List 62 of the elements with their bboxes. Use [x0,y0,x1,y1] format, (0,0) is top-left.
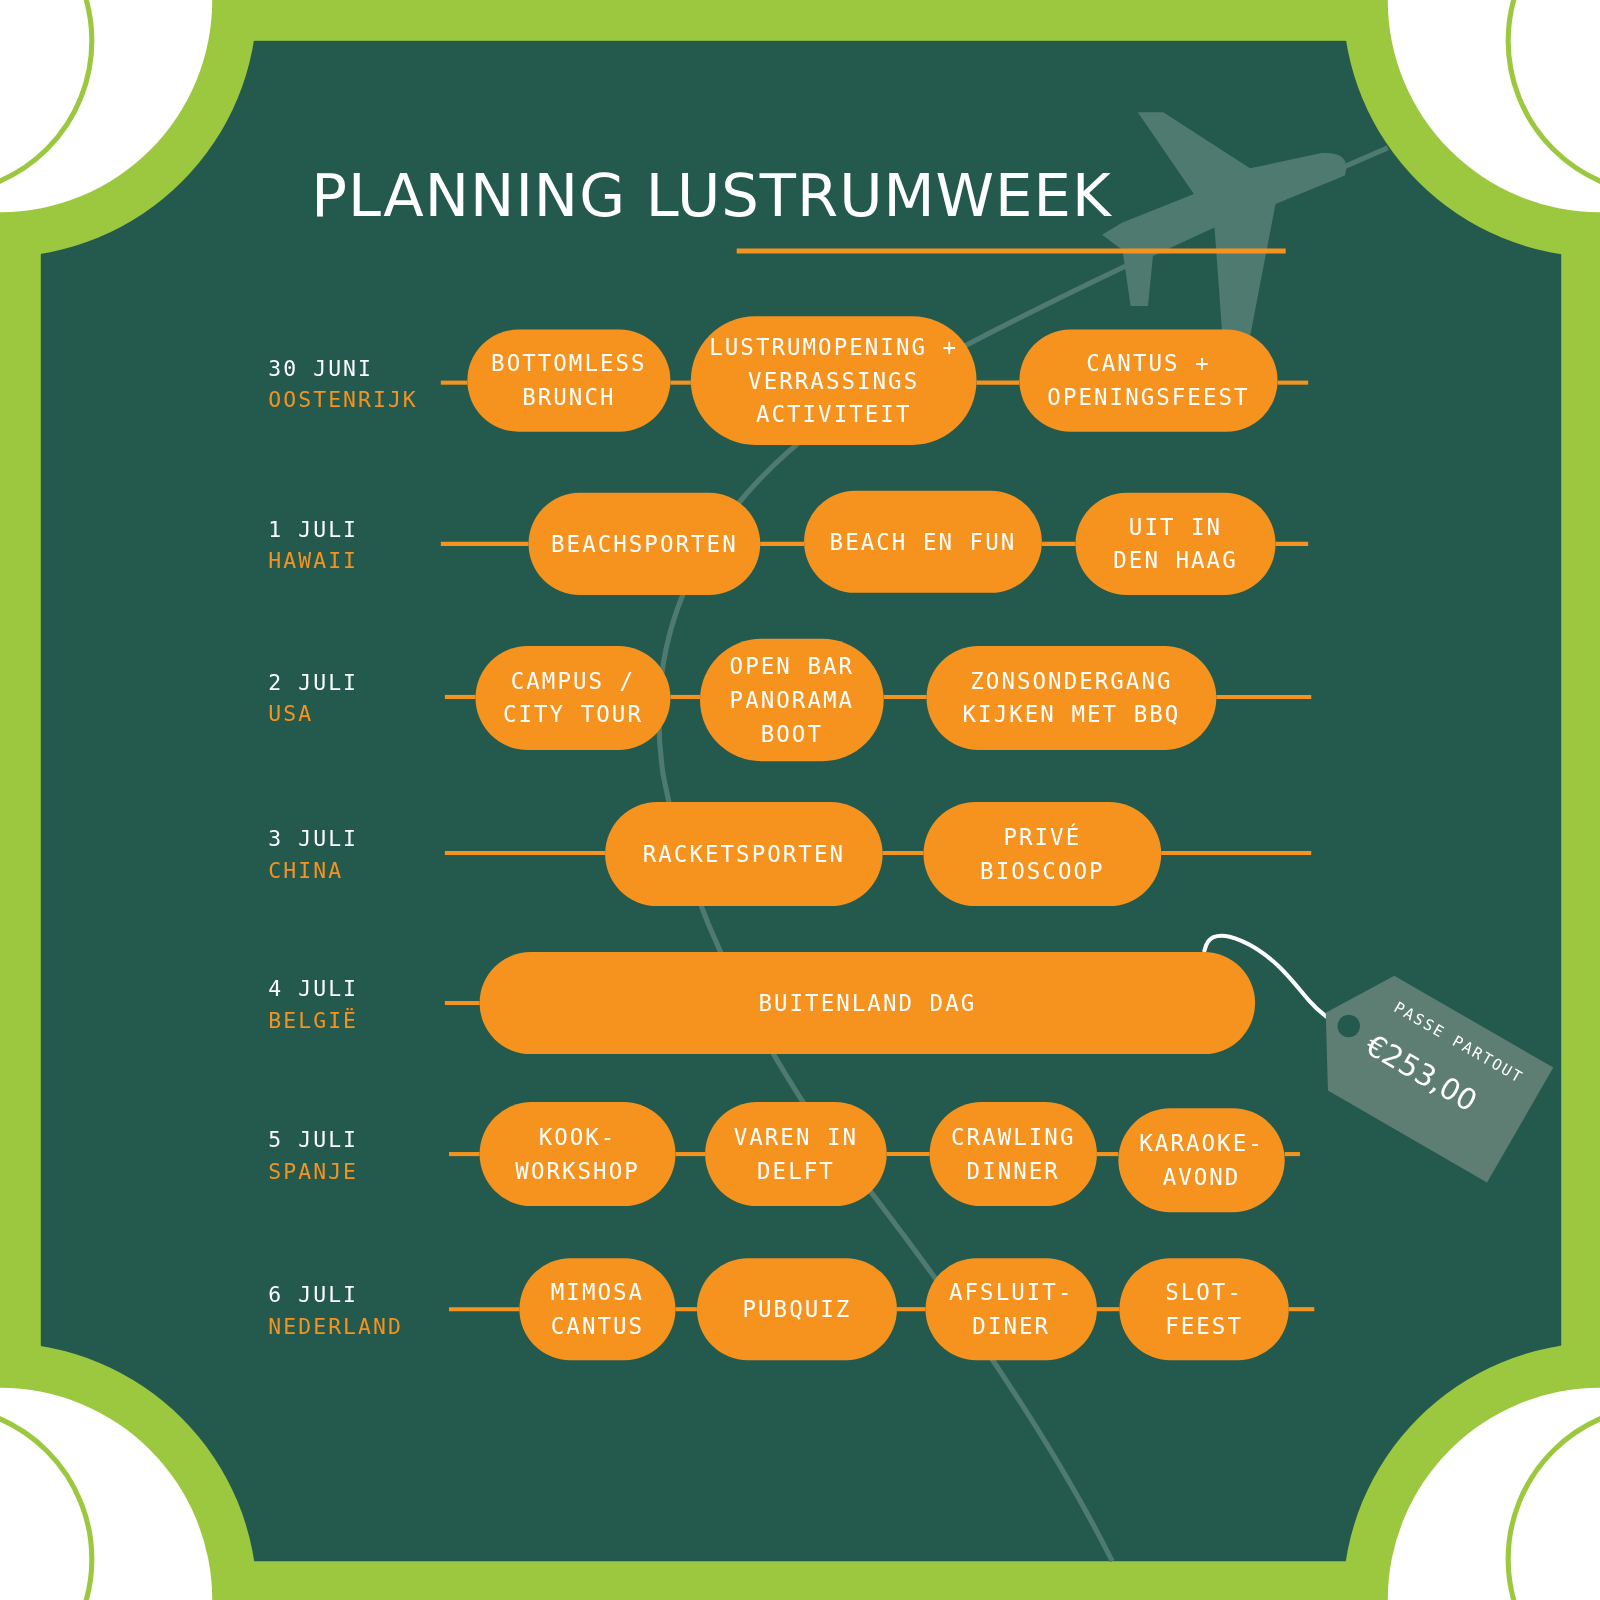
activity-name: SLOT- FEEST [1164,1278,1244,1341]
date-label: 5 JULI [268,1127,358,1153]
timeline-line [440,541,529,546]
activity-name: BEACHSPORTEN [550,530,739,559]
timeline-line [1277,380,1309,385]
timeline-line [675,1307,697,1312]
country-name: BELGIË [268,1008,358,1033]
country-name: OOSTENRIJK [268,387,418,413]
timeline-line [670,694,700,699]
activity-name: PUBQUIZ [741,1295,853,1324]
timeline-line [886,1152,930,1157]
timeline-line [1096,1152,1119,1157]
timeline-line [449,1307,520,1312]
activity-name: VAREN IN DELFT [732,1123,860,1186]
country-name: CHINA [268,858,344,883]
timeline-line [1288,1307,1315,1312]
activity-name: CAMPUS / CITY TOUR [501,667,644,730]
activity-name: BOTTOMLESS BRUNCH [490,350,648,413]
activity-name: RACKETSPORTEN [641,840,846,869]
tag-string [1202,933,1329,1019]
timeline-line [896,1307,926,1312]
timeline-line [1216,694,1312,699]
timeline-line [444,1001,480,1006]
timeline-line [1041,541,1076,546]
timeline-line [1275,541,1309,546]
activity-name: CANTUS + OPENINGSFEEST [1046,350,1251,413]
activity-name: AFSLUIT- DINER [948,1278,1075,1341]
date-label: 4 JULI [268,976,358,1001]
activity-name: MIMOSA CANTUS [549,1278,646,1341]
timeline-line [1096,1307,1120,1312]
country-name: NEDERLAND [268,1314,403,1339]
activity-name: LUSTRUMOPENING + VERRASSINGS ACTIVITEIT [708,333,960,430]
timeline-line [444,694,476,699]
activity-name: KOOK- WORKSHOP [514,1123,641,1186]
timeline-line [675,1152,706,1157]
timeline-line [670,380,691,385]
activity-name: BUITENLAND DAG [757,989,978,1018]
activity-name: ZONSONDERGANG KIJKEN MET BBQ [961,667,1182,730]
timeline-line [882,851,924,856]
timeline-line [440,380,468,385]
date-label: 3 JULI [268,826,358,851]
date-label: 6 JULI [268,1282,358,1308]
timeline-line [1161,851,1312,856]
country-name: HAWAII [268,549,358,574]
title: PLANNING LUSTRUMWEEK [311,161,1112,231]
activity-name: UIT IN DEN HAAG [1112,513,1239,576]
date-label: 30 JUNI [268,356,373,381]
timeline-line [976,380,1020,385]
activity-name: BEACH EN FUN [828,528,1018,557]
date-label: 1 JULI [268,517,358,542]
timeline-line [449,1152,480,1157]
activity-name: CRAWLING DINNER [950,1123,1077,1186]
country-name: SPANJE [268,1159,358,1184]
activity-name: KARAOKE- AVOND [1138,1129,1265,1192]
timeline-line [1284,1152,1300,1157]
timeline-line [883,694,927,699]
activity-name: OPEN BAR PANORAMA BOOT [728,652,856,749]
date-label: 2 JULI [268,670,358,695]
timeline-line [444,851,606,856]
activity-name: PRIVÉ BIOSCOOP [979,822,1106,886]
timeline-line [760,541,805,546]
country-name: USA [268,702,314,727]
